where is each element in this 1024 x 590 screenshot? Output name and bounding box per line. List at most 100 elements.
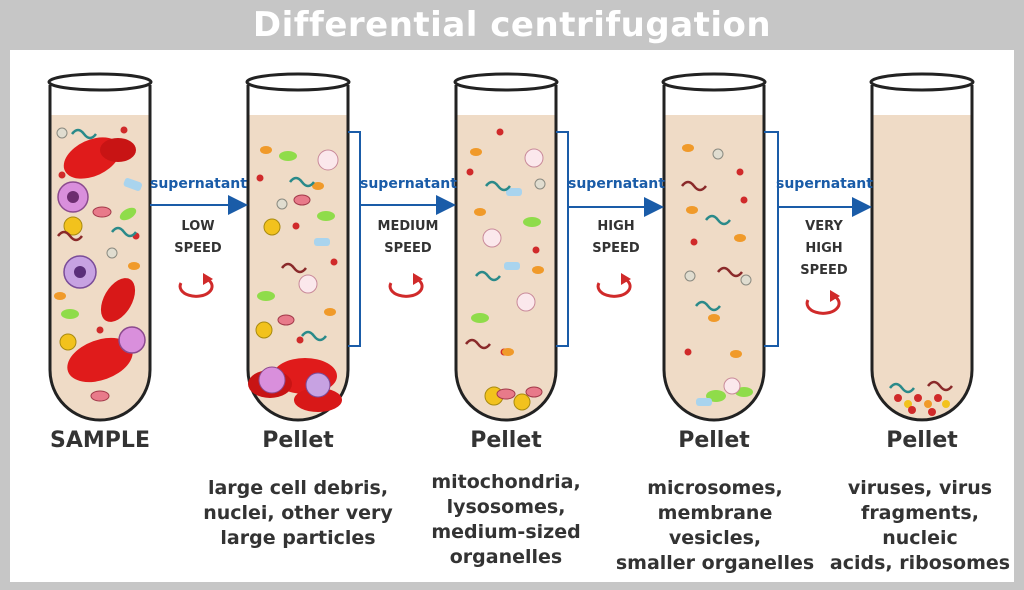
- vacuole: [524, 148, 544, 168]
- ribosome: [292, 222, 300, 230]
- tube-body: [872, 85, 972, 420]
- ribosome: [690, 238, 698, 246]
- vesicle: [471, 313, 489, 323]
- ribosome: [296, 336, 304, 344]
- red-blood-cell: [100, 278, 136, 322]
- rotation-arc: [178, 277, 214, 298]
- rotation-arc: [805, 294, 841, 315]
- ribosome: [466, 168, 474, 176]
- description-line: nuclei, other very: [203, 502, 393, 524]
- title-bar: Differential centrifugation: [0, 0, 1024, 50]
- dna-strand: [681, 180, 707, 192]
- red-blood-cell: [100, 138, 136, 162]
- small-particle: [740, 274, 752, 286]
- speed-line: HIGH: [805, 241, 843, 256]
- description-line: membrane vesicles,: [657, 502, 773, 549]
- tube-heading: Pellet: [886, 428, 958, 453]
- speed-label: HIGH SPEED: [568, 216, 664, 260]
- rotation-icon: [596, 273, 632, 298]
- small-particle: [712, 148, 724, 160]
- description-line: smaller organelles: [615, 552, 815, 574]
- lysosome: [255, 321, 273, 339]
- small-organelle: [260, 146, 272, 154]
- tube-description: microsomes, membrane vesicles, smaller o…: [610, 476, 820, 576]
- vesicle: [317, 211, 335, 221]
- tube-description: large cell debris, nuclei, other very la…: [198, 476, 398, 551]
- speed-line: VERY: [805, 219, 843, 234]
- rotation-icon: [805, 290, 841, 315]
- tube-outline: [454, 85, 558, 422]
- small-organelle: [312, 182, 324, 190]
- speed-label: LOW SPEED: [150, 216, 246, 260]
- description-line: fragments, nucleic: [861, 502, 979, 549]
- mitochondrion: [525, 386, 543, 398]
- rotation-arc: [388, 277, 424, 298]
- speed-line: SPEED: [384, 241, 432, 256]
- description-line: viruses, virus: [847, 477, 993, 499]
- vesicle: [61, 309, 79, 319]
- description-line: lysosomes,: [446, 496, 566, 518]
- membrane-fragment: [504, 262, 520, 270]
- tube-heading: Pellet: [262, 428, 334, 453]
- small-organelle: [734, 234, 746, 242]
- small-organelle: [128, 262, 140, 270]
- lysosome: [59, 333, 77, 351]
- red-blood-cell: [67, 337, 133, 383]
- rotation-arc: [596, 277, 632, 298]
- supernatant-label: supernatant: [360, 176, 457, 192]
- vesicle: [279, 151, 297, 161]
- tube-pellet-4: [869, 72, 975, 422]
- mitochondrion: [92, 206, 112, 218]
- small-organelle: [54, 292, 66, 300]
- speed-label: MEDIUM SPEED: [360, 216, 456, 260]
- figure-title: Differential centrifugation: [252, 5, 772, 45]
- virus-particle: [924, 400, 932, 408]
- ribosome: [736, 168, 744, 176]
- ribosome: [684, 348, 692, 356]
- virus-particle: [942, 400, 950, 408]
- dna-strand: [281, 262, 307, 274]
- mitochondrion: [293, 194, 311, 206]
- speed-line: SPEED: [800, 263, 848, 278]
- dna-strand: [927, 380, 953, 392]
- virus-particle: [914, 394, 922, 402]
- membrane-fragment: [314, 238, 330, 246]
- large-cell: [118, 326, 146, 354]
- supernatant-label: supernatant: [776, 176, 873, 192]
- supernatant-bracket: [556, 131, 569, 347]
- membrane-fragment: [506, 188, 522, 196]
- small-organelle: [708, 314, 720, 322]
- tube-description: viruses, virus fragments, nucleic acids,…: [822, 476, 1018, 576]
- tube-rim: [47, 72, 153, 92]
- dna-strand: [57, 230, 83, 242]
- small-particle: [684, 270, 696, 282]
- membrane-fragment: [696, 398, 712, 406]
- tube-sample: [47, 72, 153, 422]
- tube-outline: [662, 85, 766, 422]
- membrane-fragment: [123, 178, 142, 191]
- small-particle: [534, 178, 546, 190]
- dna-strand: [475, 270, 501, 282]
- ribosome: [256, 174, 264, 182]
- dna-strand: [717, 266, 743, 278]
- tube-description: mitochondria, lysosomes, medium-sized or…: [416, 470, 596, 570]
- rotation-icon: [178, 273, 214, 298]
- small-particle: [106, 247, 118, 259]
- lysosome: [513, 393, 531, 411]
- tube-outline: [870, 85, 974, 422]
- speed-line: LOW: [181, 219, 215, 234]
- small-organelle: [324, 308, 336, 316]
- transfer-arrow-4: [764, 131, 872, 347]
- dna-strand: [485, 180, 511, 192]
- dna-strand: [301, 330, 327, 342]
- speed-line: SPEED: [174, 241, 222, 256]
- supernatant-bracket: [764, 131, 779, 347]
- tube-outline: [48, 85, 152, 422]
- vesicle: [119, 207, 137, 221]
- tube-body: [664, 85, 764, 420]
- large-cell: [258, 366, 286, 394]
- rotation-arrowhead: [621, 273, 631, 285]
- virus-particle: [934, 394, 942, 402]
- transfer-arrow-3: [556, 131, 664, 347]
